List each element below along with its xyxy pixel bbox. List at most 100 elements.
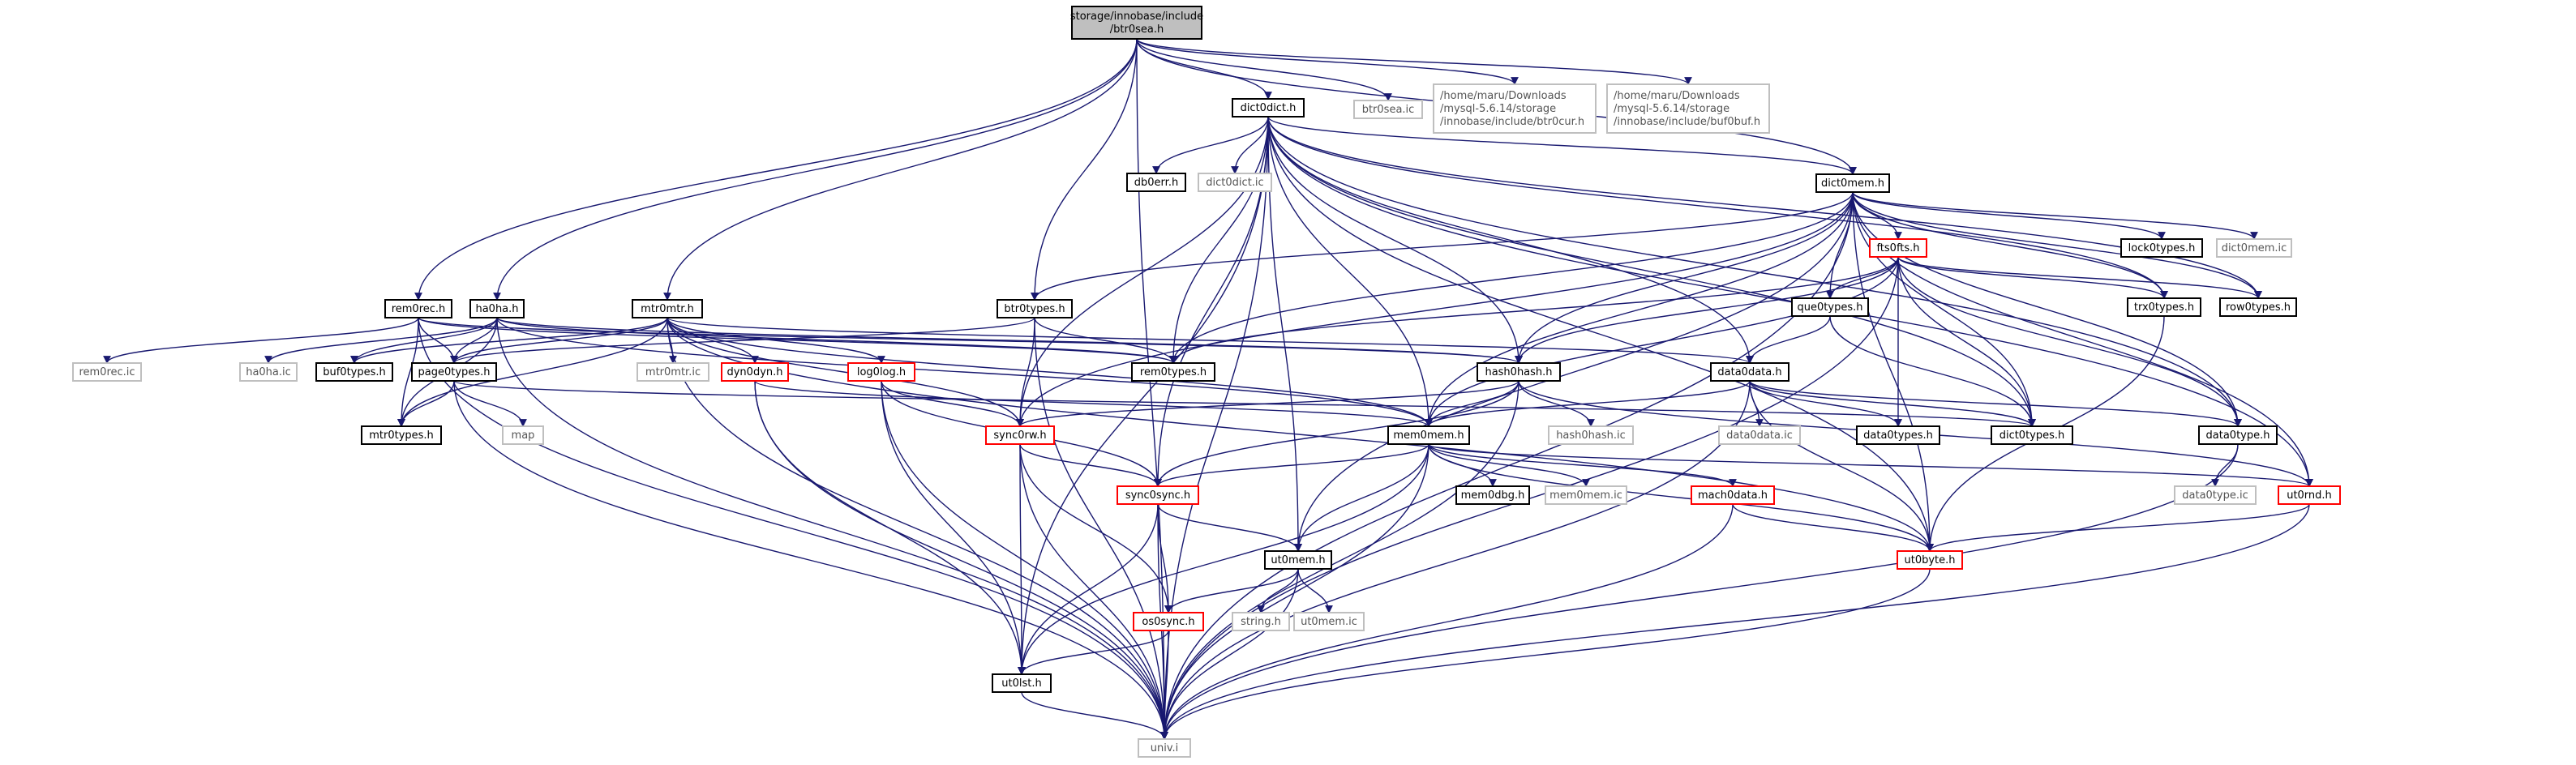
edge-ut0mem_h-to-ut0mem_ic: [1297, 568, 1333, 613]
node-sync0rw_h[interactable]: sync0rw.h: [985, 425, 1055, 445]
node-univ_i[interactable]: univ.i: [1138, 738, 1191, 758]
node-data0type_ic[interactable]: data0type.ic: [2174, 485, 2257, 505]
node-rem0rec_h[interactable]: rem0rec.h: [384, 299, 452, 318]
edge-rem0rec_h-to-univ_i: [418, 317, 1168, 740]
node-fts0fts_h[interactable]: fts0fts.h: [1869, 238, 1927, 258]
node-os0sync_h[interactable]: os0sync.h: [1133, 612, 1204, 631]
edge-btr0types_h-to-sync0rw_h: [1016, 317, 1035, 427]
node-btr0sea_h[interactable]: storage/innobase/include/btr0sea.h: [1070, 6, 1203, 40]
edge-sync0sync_h-to-ut0mem_h: [1157, 503, 1302, 552]
node-hash0hash_ic[interactable]: hash0hash.ic: [1548, 425, 1634, 445]
edge-btr0types_h-to-rem0types_h: [1034, 317, 1177, 364]
edge-ha0ha_h-to-univ_i: [496, 317, 1168, 740]
edge-btr0types_h-to-univ_i: [1034, 317, 1168, 740]
node-label-btr0types_h-0: btr0types.h: [1004, 303, 1065, 315]
node-data0types_h[interactable]: data0types.h: [1856, 425, 1940, 445]
node-data0data_h[interactable]: data0data.h: [1710, 362, 1789, 382]
edge-dict0mem_h-to-rem0types_h: [1169, 191, 1854, 364]
node-dict0dict_h[interactable]: dict0dict.h: [1232, 98, 1305, 118]
node-ut0lst_h[interactable]: ut0lst.h: [992, 673, 1052, 693]
node-sync0sync_h[interactable]: sync0sync.h: [1117, 485, 1199, 505]
node-dict0dict_ic[interactable]: dict0dict.ic: [1198, 173, 1272, 192]
node-mach0data_h[interactable]: mach0data.h: [1691, 485, 1775, 505]
node-label-ut0lst_h-0: ut0lst.h: [1001, 677, 1041, 690]
node-que0types_h[interactable]: que0types.h: [1791, 297, 1869, 317]
node-box-btr0cur_h: [1433, 83, 1597, 134]
edge-data0data_h-to-mem0mem_h: [1425, 380, 1751, 427]
edge-dict0dict_h-to-hash0hash_h: [1267, 116, 1523, 364]
node-ut0rnd_h[interactable]: ut0rnd.h: [2278, 485, 2341, 505]
node-box-ut0lst_h: [992, 673, 1052, 693]
edge-hash0hash_h-to-hash0hash_ic: [1518, 380, 1595, 427]
node-db0err_h[interactable]: db0err.h: [1126, 173, 1186, 192]
node-box-data0types_h: [1856, 425, 1940, 445]
edge-log0log_h-to-ut0lst_h: [881, 380, 1026, 675]
node-data0data_ic[interactable]: data0data.ic: [1718, 425, 1801, 445]
node-buf0types_h[interactable]: buf0types.h: [315, 362, 393, 382]
node-btr0sea_ic[interactable]: btr0sea.ic: [1353, 100, 1423, 119]
node-box-mach0data_h: [1691, 485, 1775, 505]
node-row0types_h[interactable]: row0types.h: [2219, 297, 2297, 317]
edge-dict0dict_h-to-data0data_h: [1267, 116, 1754, 364]
node-rem0types_h[interactable]: rem0types.h: [1131, 362, 1215, 382]
edge-mem0mem_h-to-mach0data_h: [1428, 443, 1737, 487]
node-ha0ha_ic[interactable]: ha0ha.ic: [239, 362, 298, 382]
node-mtr0types_h[interactable]: mtr0types.h: [361, 425, 442, 445]
edge-dict0mem_h-to-mem0mem_h: [1425, 191, 1854, 427]
node-btr0types_h[interactable]: btr0types.h: [997, 299, 1073, 318]
edge-os0sync_h-to-univ_i: [1160, 630, 1169, 740]
node-page0types_h[interactable]: page0types.h: [411, 362, 497, 382]
node-mem0mem_h[interactable]: mem0mem.h: [1387, 425, 1470, 445]
node-log0log_h[interactable]: log0log.h: [847, 362, 915, 382]
node-box-hash0hash_ic: [1548, 425, 1634, 445]
node-buf0buf_h[interactable]: /home/maru/Downloads/mysql-5.6.14/storag…: [1606, 83, 1770, 134]
node-label-mem0mem_ic-0: mem0mem.ic: [1549, 489, 1622, 502]
node-mtr0mtr_ic[interactable]: mtr0mtr.ic: [636, 362, 709, 382]
edge-btr0sea_h-to-ha0ha_h: [493, 38, 1138, 301]
node-dict0mem_h[interactable]: dict0mem.h: [1815, 173, 1890, 193]
node-data0type_h[interactable]: data0type.h: [2198, 425, 2278, 445]
node-btr0cur_h[interactable]: /home/maru/Downloads/mysql-5.6.14/storag…: [1433, 83, 1597, 134]
node-lock0types_h[interactable]: lock0types.h: [2120, 238, 2203, 258]
node-ut0mem_h[interactable]: ut0mem.h: [1264, 550, 1332, 570]
edge-ha0ha_h-to-rem0types_h: [496, 317, 1177, 364]
node-dyn0dyn_h[interactable]: dyn0dyn.h: [721, 362, 789, 382]
node-label-data0data_ic-0: data0data.ic: [1726, 430, 1793, 442]
edges-layer: [103, 38, 2313, 740]
edge-ha0ha_h-to-hash0hash_h: [496, 317, 1523, 364]
node-mem0mem_ic[interactable]: mem0mem.ic: [1545, 485, 1627, 505]
node-trx0types_h[interactable]: trx0types.h: [2127, 297, 2201, 317]
node-label-log0log_h-0: log0log.h: [857, 366, 906, 378]
node-string_h[interactable]: string.h: [1232, 612, 1290, 631]
node-label-ut0byte_h-0: ut0byte.h: [1904, 554, 1955, 566]
edge-dict0mem_h-to-trx0types_h: [1852, 191, 2168, 299]
edge-ut0rnd_h-to-univ_i: [1160, 503, 2310, 740]
edge-dyn0dyn_h-to-ut0lst_h: [754, 380, 1026, 675]
node-hash0hash_h[interactable]: hash0hash.h: [1477, 362, 1561, 382]
node-mtr0mtr_h[interactable]: mtr0mtr.h: [632, 299, 703, 318]
node-map[interactable]: map: [502, 425, 544, 445]
node-label-dict0types_h-0: dict0types.h: [2000, 430, 2065, 442]
node-box-sync0sync_h: [1117, 485, 1199, 505]
node-mem0dbg_h[interactable]: mem0dbg.h: [1455, 485, 1530, 505]
edge-data0data_h-to-data0type_h: [1749, 380, 2242, 427]
node-label-buf0buf_h-0: /home/maru/Downloads: [1614, 90, 1740, 102]
edge-ut0byte_h-to-univ_i: [1160, 568, 1931, 740]
edge-fts0fts_h-to-univ_i: [1160, 256, 1899, 740]
node-ut0byte_h[interactable]: ut0byte.h: [1897, 550, 1963, 570]
node-ut0mem_ic[interactable]: ut0mem.ic: [1293, 612, 1365, 631]
node-box-rem0types_h: [1131, 362, 1215, 382]
node-box-data0data_ic: [1718, 425, 1801, 445]
node-dict0mem_ic[interactable]: dict0mem.ic: [2216, 238, 2292, 258]
edge-ut0mem_h-to-os0sync_h: [1164, 568, 1299, 613]
node-label-univ_i-0: univ.i: [1151, 742, 1179, 754]
node-rem0rec_ic[interactable]: rem0rec.ic: [72, 362, 142, 382]
edge-fts0fts_h-to-dict0types_h: [1897, 256, 2036, 427]
node-label-db0err_h-0: db0err.h: [1134, 177, 1178, 189]
edge-page0types_h-to-dict0types_h: [453, 380, 2036, 427]
node-ha0ha_h[interactable]: ha0ha.h: [469, 299, 525, 318]
edge-dict0mem_h-to-ut0mem_h: [1294, 191, 1854, 552]
node-box-dict0types_h: [1991, 425, 2073, 445]
node-dict0types_h[interactable]: dict0types.h: [1991, 425, 2073, 445]
